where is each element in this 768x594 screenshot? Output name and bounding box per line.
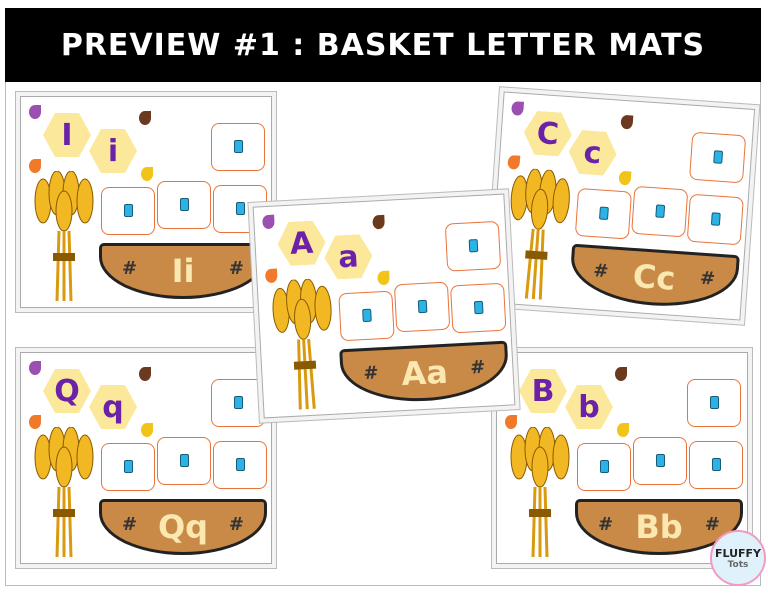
uppercase-hexagon: Q xyxy=(43,369,91,413)
answer-box xyxy=(157,437,211,485)
lowercase-letter: q xyxy=(102,389,124,425)
hash-mark-icon: # xyxy=(598,514,614,535)
leaf-icon xyxy=(377,270,390,286)
answer-box xyxy=(213,441,267,489)
hash-mark-icon: # xyxy=(592,260,610,283)
leaf-icon xyxy=(511,101,525,116)
letter-mat-card: A a # Aa # xyxy=(252,193,516,419)
leaf-icon xyxy=(139,367,151,381)
wheat-bundle-icon xyxy=(266,278,343,413)
basket-label: Cc xyxy=(631,256,677,298)
uppercase-hexagon: C xyxy=(522,110,573,157)
answer-box xyxy=(393,281,451,333)
basket: # Qq # xyxy=(99,499,267,555)
lowercase-letter: i xyxy=(107,133,119,169)
basket: # Aa # xyxy=(339,340,510,406)
basket: # Ii # xyxy=(99,243,267,299)
lowercase-hexagon: b xyxy=(565,385,613,429)
answer-box xyxy=(101,443,155,491)
basket: # Cc # xyxy=(568,243,740,312)
hash-mark-icon: # xyxy=(122,514,138,535)
lowercase-hexagon: i xyxy=(89,129,137,173)
letter-mat-card: Q q # Qq # xyxy=(20,352,272,564)
leaf-icon xyxy=(262,214,275,230)
answer-box xyxy=(101,187,155,235)
hash-mark-icon: # xyxy=(704,514,720,535)
wheat-bundle-icon xyxy=(498,167,577,304)
wheat-bundle-icon xyxy=(505,426,575,559)
uppercase-hexagon: B xyxy=(519,369,567,413)
lowercase-hexagon: q xyxy=(89,385,137,429)
header-title: PREVIEW #1 : BASKET LETTER MATS xyxy=(60,27,706,63)
leaf-icon xyxy=(29,361,41,375)
lowercase-hexagon: c xyxy=(567,129,618,176)
hash-mark-icon: # xyxy=(362,362,380,385)
answer-box xyxy=(574,187,633,240)
uppercase-hexagon: A xyxy=(276,220,326,266)
wheat-bundle-icon xyxy=(29,170,99,303)
uppercase-letter: B xyxy=(531,373,555,409)
letter-mat-card: C c # Cc # xyxy=(488,91,756,321)
wheat-bundle-icon xyxy=(29,426,99,559)
lowercase-hexagon: a xyxy=(323,234,373,280)
leaf-icon xyxy=(615,367,627,381)
answer-box xyxy=(689,131,747,184)
leaf-icon xyxy=(617,423,629,437)
basket-label: Ii xyxy=(171,252,195,290)
leaf-icon xyxy=(139,111,151,125)
answer-box xyxy=(633,437,687,485)
hash-mark-icon: # xyxy=(699,267,716,290)
hash-mark-icon: # xyxy=(228,258,244,279)
answer-box xyxy=(687,379,741,427)
basket-label: Bb xyxy=(635,508,683,546)
uppercase-letter: Q xyxy=(54,373,80,409)
leaf-icon xyxy=(29,159,41,173)
answer-box xyxy=(686,193,744,246)
hash-mark-icon: # xyxy=(122,258,138,279)
answer-box xyxy=(157,181,211,229)
hash-mark-icon: # xyxy=(469,356,486,379)
leaf-icon xyxy=(29,105,41,119)
leaf-icon xyxy=(505,415,517,429)
answer-box xyxy=(211,379,265,427)
uppercase-hexagon: I xyxy=(43,113,91,157)
answer-box xyxy=(577,443,631,491)
basket-label: Aa xyxy=(400,352,449,394)
answer-box xyxy=(338,290,395,342)
uppercase-letter: C xyxy=(535,115,561,152)
answer-box xyxy=(631,185,689,238)
leaf-icon xyxy=(620,114,634,130)
answer-box xyxy=(211,123,265,171)
leaf-icon xyxy=(618,170,632,186)
leaf-icon xyxy=(141,423,153,437)
answer-box xyxy=(450,282,507,334)
lowercase-letter: a xyxy=(337,238,360,275)
leaf-icon xyxy=(29,415,41,429)
basket-label: Qq xyxy=(157,508,209,546)
logo-sub: Tots xyxy=(727,559,749,570)
letter-mat-card: I i # Ii # xyxy=(20,96,272,308)
answer-box xyxy=(689,441,743,489)
header-banner: PREVIEW #1 : BASKET LETTER MATS xyxy=(5,8,761,82)
uppercase-letter: A xyxy=(289,225,315,262)
leaf-icon xyxy=(141,167,153,181)
leaf-icon xyxy=(372,214,385,230)
letter-mat-card: B b # Bb # xyxy=(496,352,748,564)
hash-mark-icon: # xyxy=(228,514,244,535)
lowercase-letter: b xyxy=(578,389,600,425)
lowercase-letter: c xyxy=(582,134,603,171)
answer-box xyxy=(444,220,502,272)
fluffy-tots-logo: FLUFFY Tots xyxy=(710,530,766,586)
logo-name: FLUFFY xyxy=(714,546,762,560)
uppercase-letter: I xyxy=(61,117,73,153)
